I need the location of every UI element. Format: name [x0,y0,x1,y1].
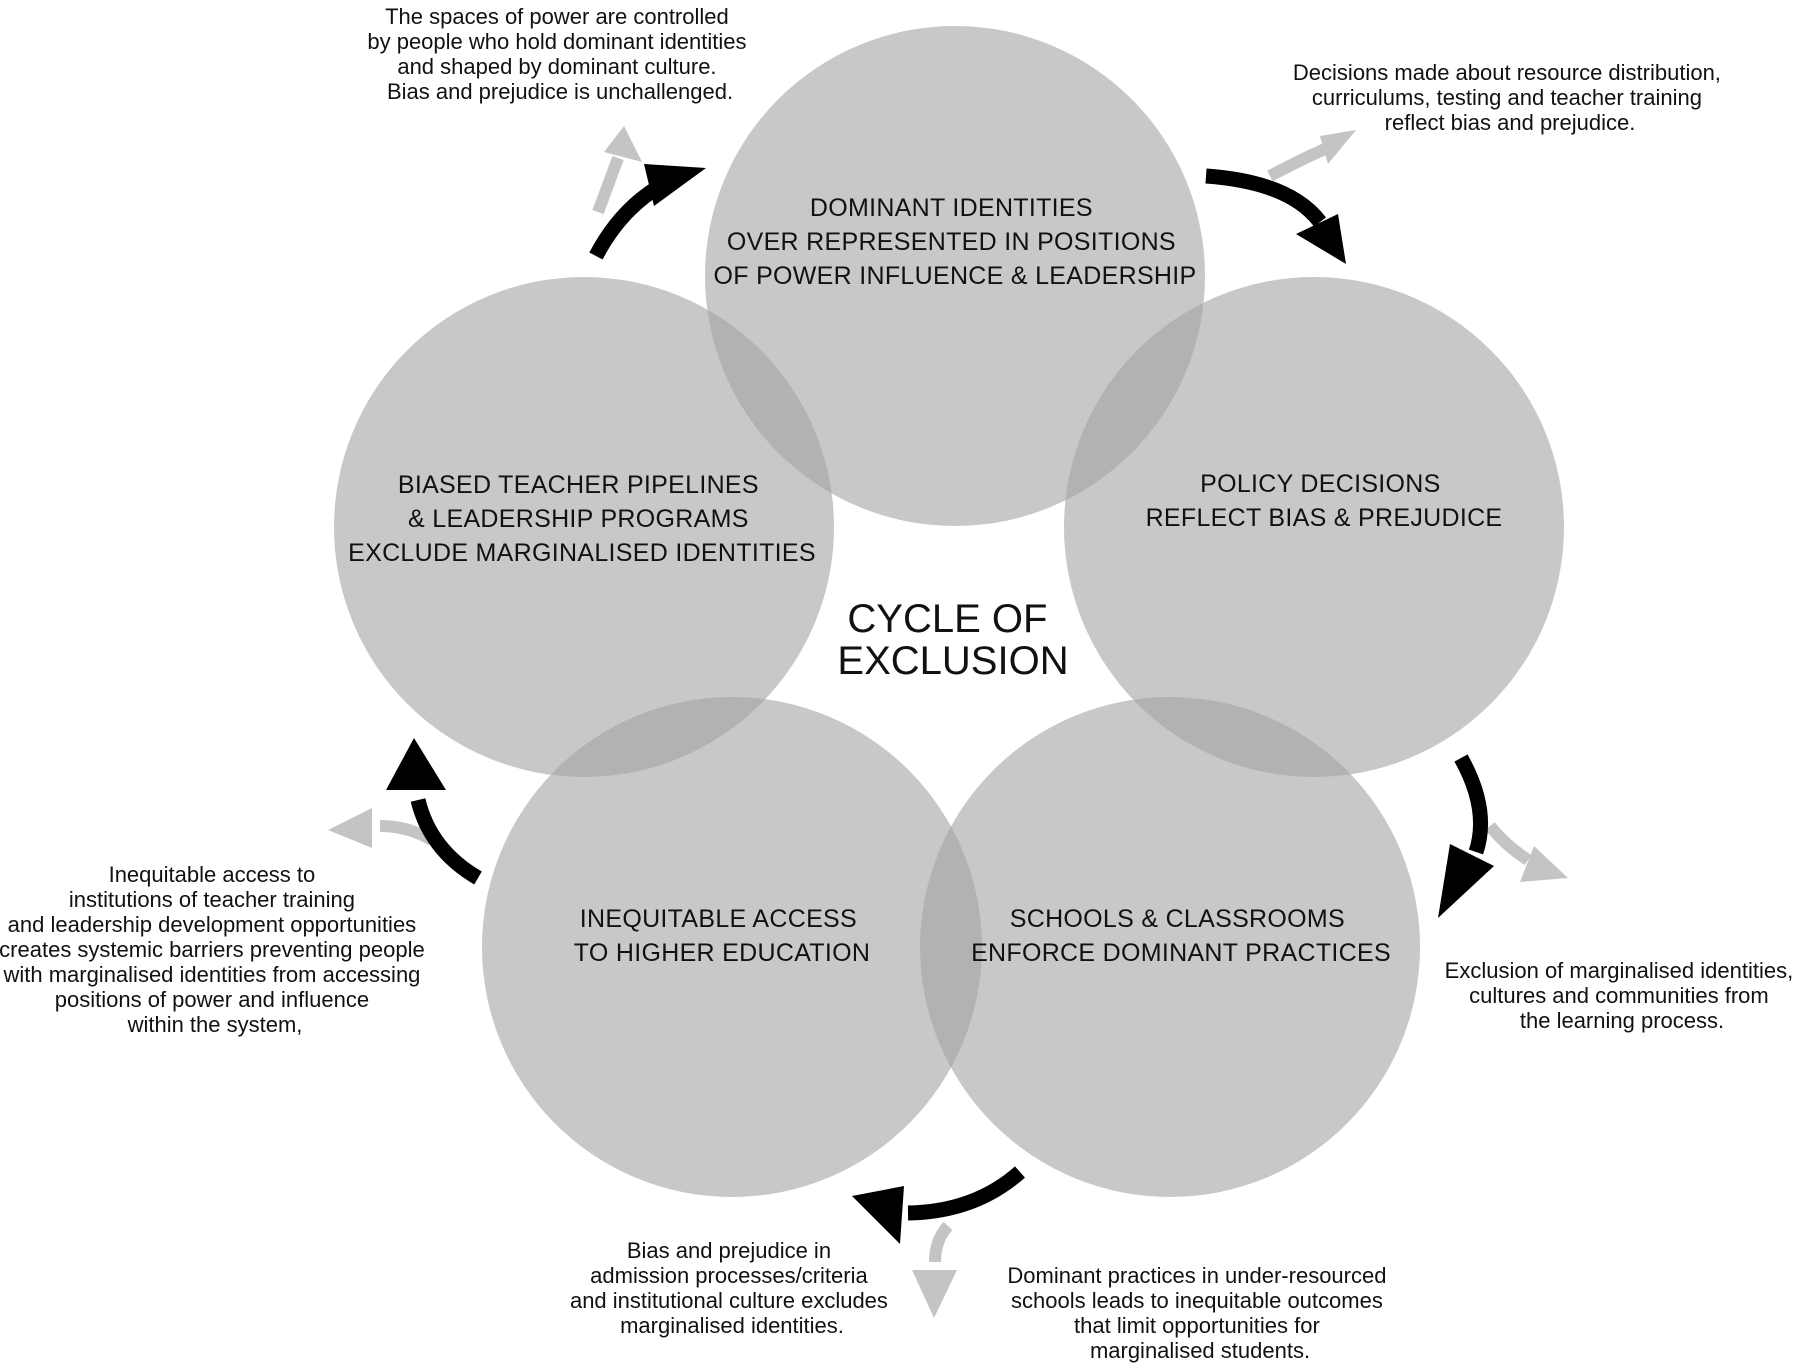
cycle-arrow-4 [852,1166,1025,1244]
cycle-arrow-5 [386,738,482,885]
side-arrow-exclusion-learning [1485,822,1568,882]
note-admission-bias: Bias and prejudice in admission processe… [570,1238,894,1338]
side-arrow-spaces-of-power [592,126,642,215]
note-dominant-practices: Dominant practices in under-resourced sc… [1007,1263,1392,1363]
cycle-arrow-3 [1438,754,1494,918]
note-spaces-of-power: The spaces of power are controlled by pe… [367,4,752,104]
stage-label-inequitable-access: INEQUITABLE ACCESS TO HIGHER EDUCATION [574,905,870,967]
stage-circle-biased-pipelines [334,277,834,777]
center-title: CYCLE OF EXCLUSION [837,597,1068,683]
note-systemic-barriers: Inequitable access to institutions of te… [0,862,431,1037]
stage-circle-schools-classrooms [920,697,1420,1197]
cycle-arrow-1 [589,164,706,260]
cycle-arrow-2 [1205,168,1346,264]
stage-label-biased-pipelines: BIASED TEACHER PIPELINES & LEADERSHIP PR… [348,471,816,567]
stage-circle-inequitable-access [482,697,982,1197]
stage-circle-policy-decisions [1064,277,1564,777]
note-resource-decisions: Decisions made about resource distributi… [1293,60,1727,135]
note-exclusion-learning: Exclusion of marginalised identities, cu… [1445,958,1796,1033]
side-arrow-resource-decisions [1267,130,1356,182]
stage-circle-dominant-identities [705,26,1205,526]
stage-label-schools-classrooms: SCHOOLS & CLASSROOMS ENFORCE DOMINANT PR… [971,905,1391,967]
stage-label-policy-decisions: POLICY DECISIONS REFLECT BIAS & PREJUDIC… [1146,470,1503,532]
side-arrow-admission-bias [912,1221,957,1318]
stage-label-dominant-identities: DOMINANT IDENTITIES OVER REPRESENTED IN … [714,194,1197,290]
